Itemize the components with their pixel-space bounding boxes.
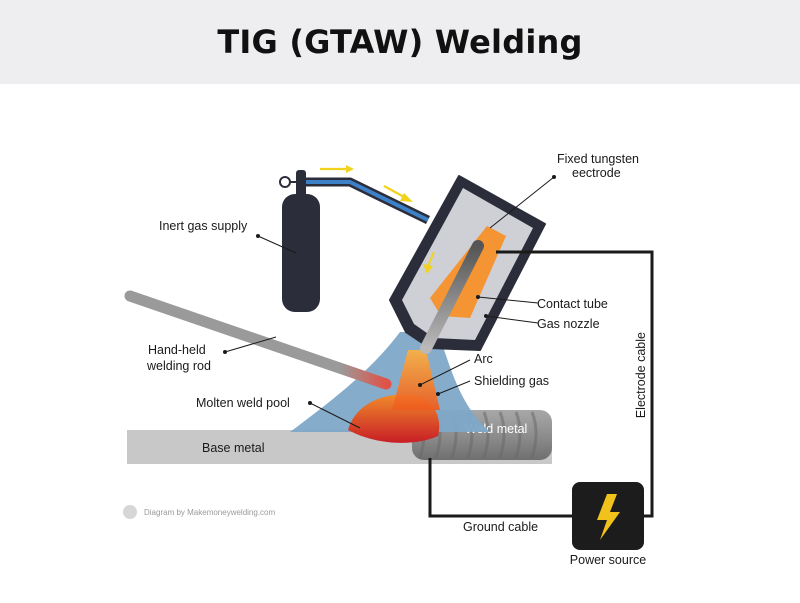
gas-flow-arrow-icon bbox=[423, 251, 435, 274]
weld-pool-label: Molten weld pool bbox=[196, 396, 290, 410]
arc-label: Arc bbox=[474, 352, 493, 366]
arc bbox=[392, 350, 440, 410]
lightning-icon bbox=[597, 494, 620, 540]
power-source bbox=[572, 482, 644, 550]
welding-rod bbox=[124, 290, 392, 390]
title-bar: TIG (GTAW) Welding bbox=[0, 0, 800, 84]
credit-text: Diagram by Makemoneywelding.com bbox=[144, 508, 276, 517]
tungsten-electrode bbox=[420, 240, 484, 354]
electrode-cable-label: Electrode cable bbox=[634, 332, 648, 418]
rod-label-line2: welding rod bbox=[146, 359, 211, 373]
gas-flow-arrow-icon bbox=[320, 165, 354, 173]
leader-lines bbox=[224, 176, 555, 429]
ground-cable bbox=[428, 458, 572, 518]
page-title: TIG (GTAW) Welding bbox=[217, 23, 583, 61]
gas-flow-arrow-icon bbox=[383, 185, 413, 202]
leader-dots bbox=[223, 175, 556, 405]
base-metal-label: Base metal bbox=[202, 441, 265, 455]
credit-logo-icon bbox=[123, 505, 137, 519]
contact-tube-label: Contact tube bbox=[537, 297, 608, 311]
gas-valve-icon bbox=[279, 176, 298, 188]
gas-nozzle-label: Gas nozzle bbox=[537, 317, 600, 331]
tig-torch bbox=[389, 175, 546, 354]
rod-label-line1: Hand-held bbox=[148, 343, 206, 357]
tungsten-label-line2: eectrode bbox=[572, 166, 621, 180]
gas-hose-flow bbox=[306, 180, 429, 222]
power-source-label: Power source bbox=[570, 553, 646, 567]
ground-cable-label: Ground cable bbox=[463, 520, 538, 534]
tig-welding-diagram: Base metal Weld metal bbox=[123, 152, 654, 567]
tungsten-label-line1: Fixed tungsten bbox=[557, 152, 639, 166]
gas-cylinder bbox=[282, 170, 320, 312]
gas-supply-label: Inert gas supply bbox=[159, 219, 248, 233]
shielding-gas-label: Shielding gas bbox=[474, 374, 549, 388]
